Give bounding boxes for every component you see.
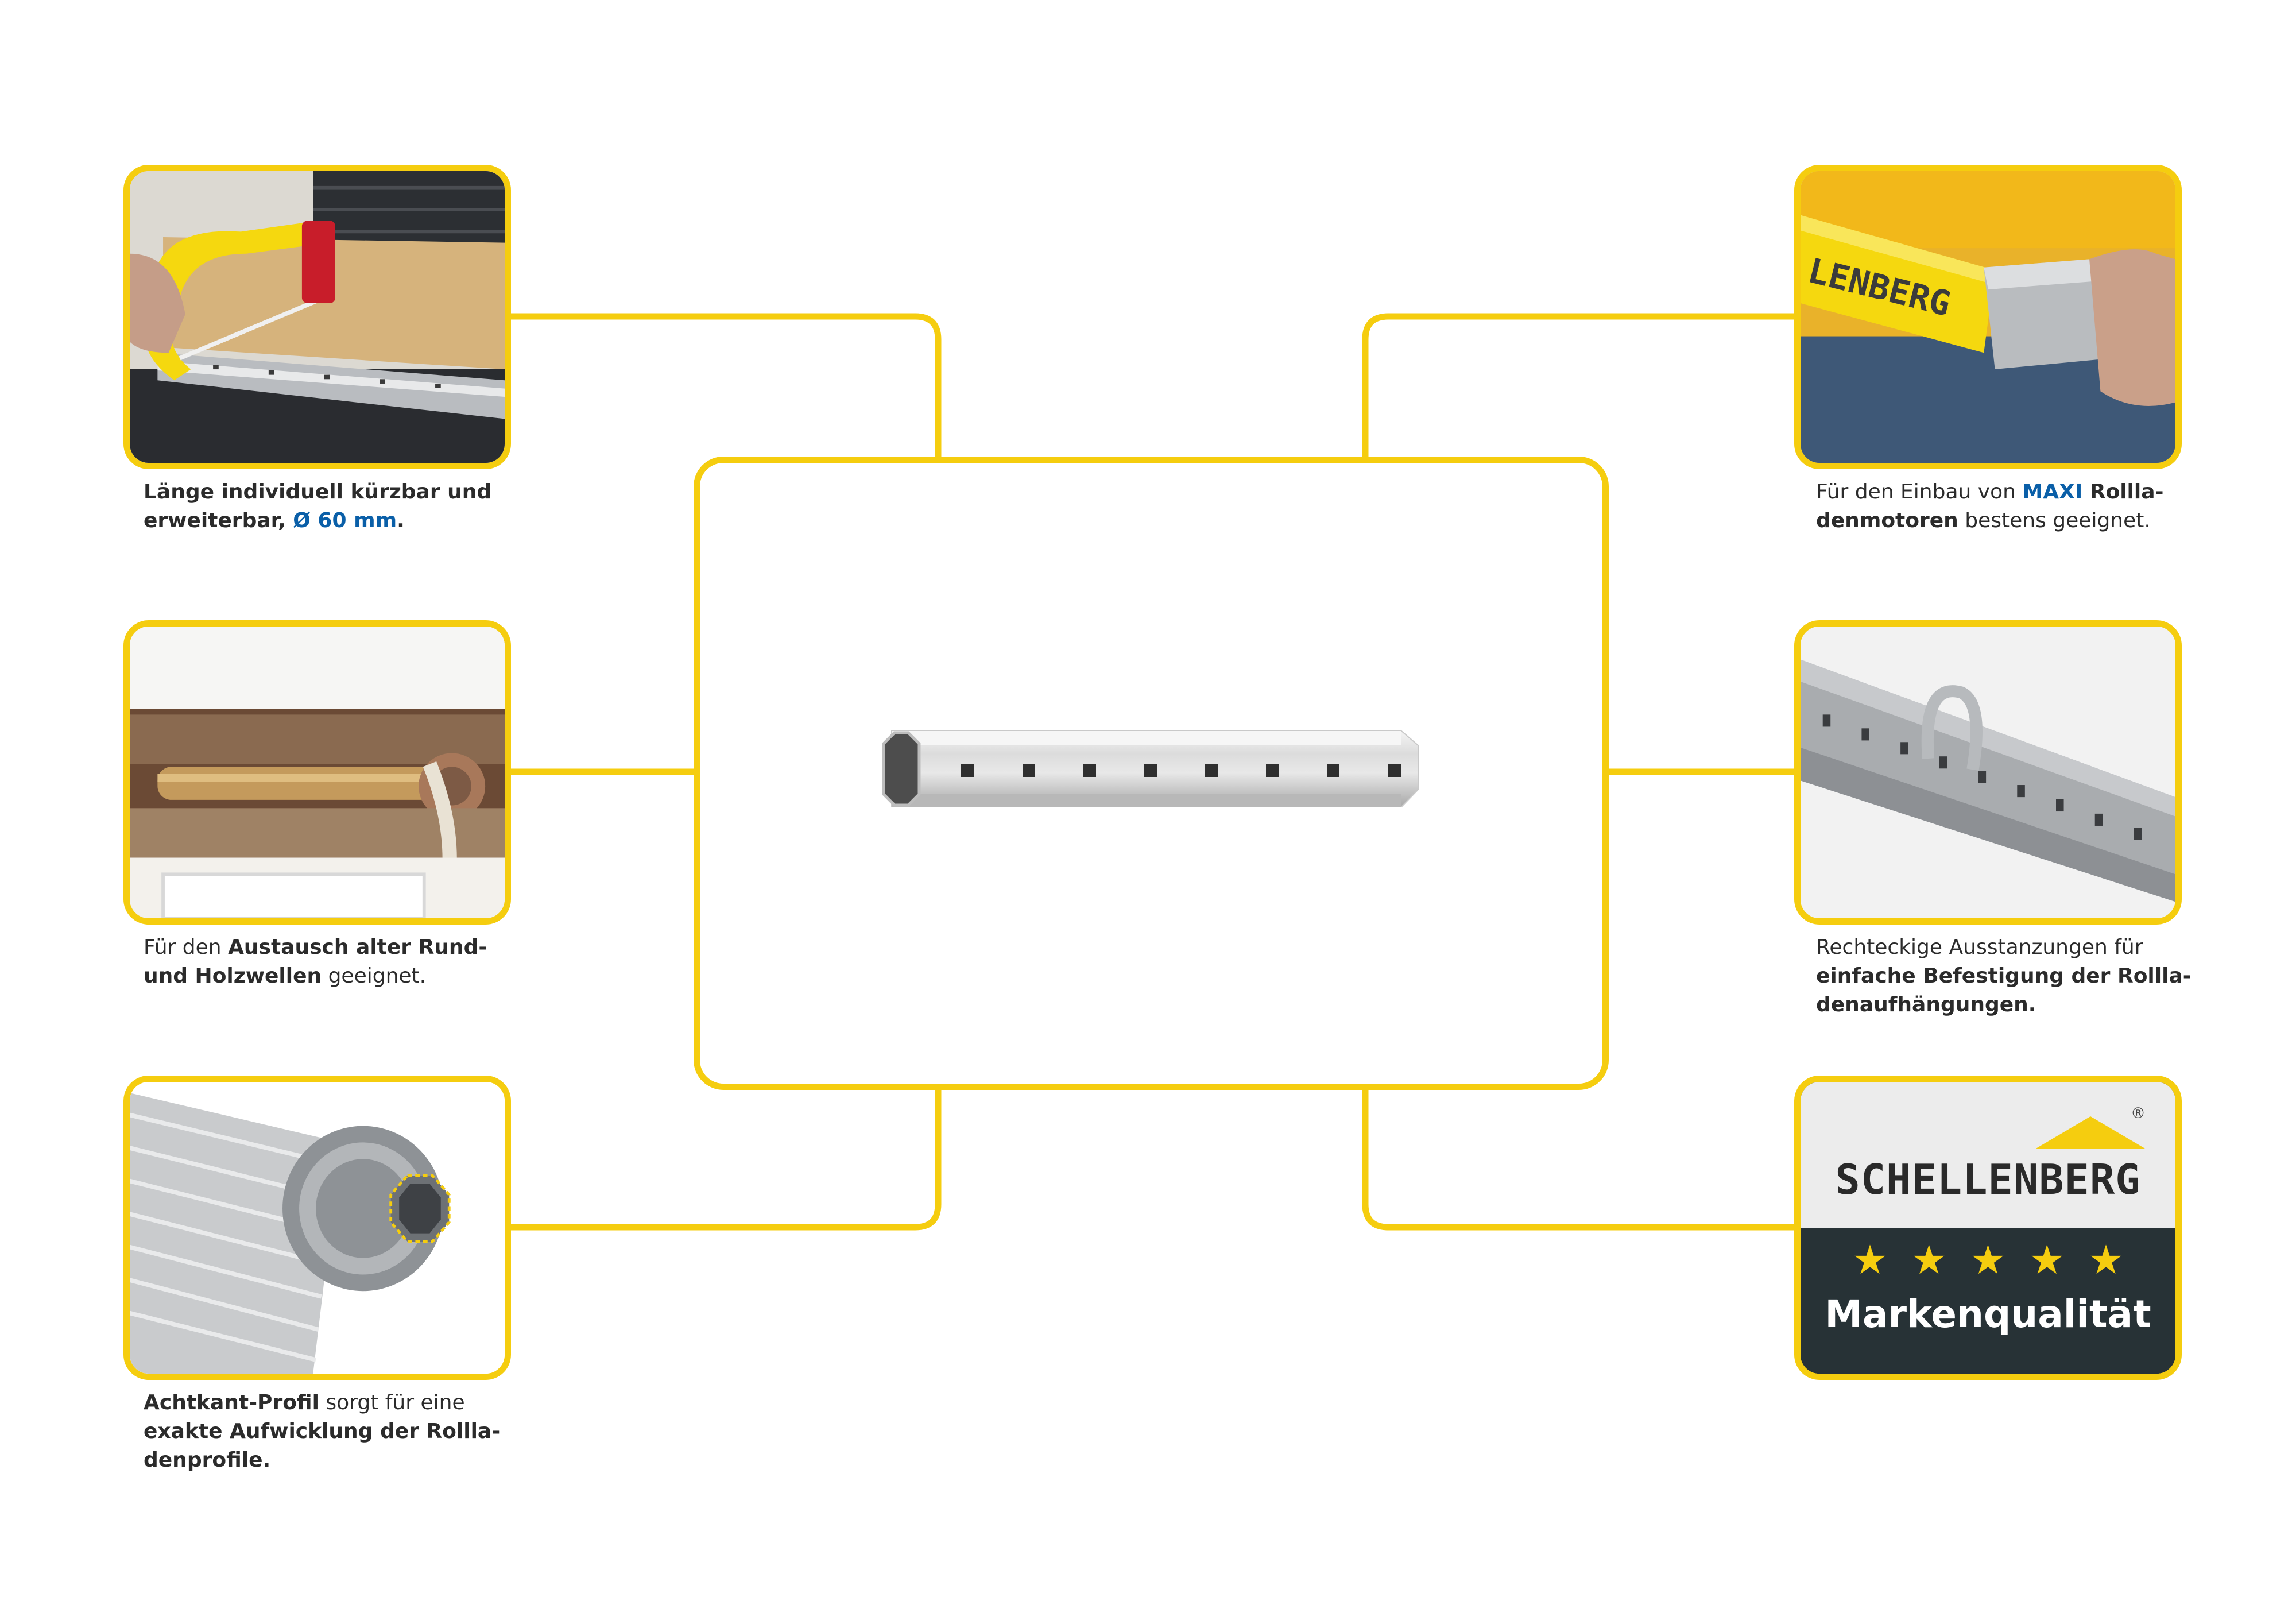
caption-mid-right-line2: einfache Befestigung der Rollla- xyxy=(1816,964,2192,988)
photo-old-wooden-shaft xyxy=(123,620,511,925)
caption-top-right-line1-prefix: Für den Einbau von xyxy=(1816,480,2023,504)
connector-top-left xyxy=(505,313,942,457)
brand-badge-bottom: ★★★★★ Markenqualität xyxy=(1801,1228,2175,1374)
caption-mid-right-line1: Rechteckige Ausstanzungen für xyxy=(1816,935,2143,959)
caption-mid-right: Rechteckige Ausstanzungen für einfache B… xyxy=(1816,933,2192,1019)
connector-top-right xyxy=(1362,313,1794,457)
caption-top-left-line2-suffix: . xyxy=(397,509,405,532)
shaft-octagon-end xyxy=(882,731,921,807)
brand-badge-top: ® SCHELLENBERG xyxy=(1801,1082,2175,1228)
photo-hacksaw-cutting xyxy=(123,165,511,469)
caption-bottom-left-line3: denprofile. xyxy=(144,1448,271,1472)
brand-name: SCHELLENBERG xyxy=(1835,1155,2141,1204)
maxi-highlight: MAXI xyxy=(2022,480,2083,504)
connector-bottom-left xyxy=(505,1090,942,1231)
caption-top-right-line2-suffix: bestens geeignet. xyxy=(1958,509,2151,532)
center-product-box xyxy=(694,457,1609,1090)
photo-octagon-winding xyxy=(123,1076,511,1380)
caption-top-left-line2-prefix: erweiterbar, xyxy=(144,509,293,532)
caption-mid-right-line3: denaufhängungen. xyxy=(1816,993,2036,1016)
caption-bottom-left-line1-suffix: sorgt für eine xyxy=(319,1391,465,1414)
caption-top-right: Für den Einbau von MAXI Rollla- denmotor… xyxy=(1816,478,2183,535)
registered-mark: ® xyxy=(2131,1105,2146,1122)
shaft-punch-holes xyxy=(961,764,1401,777)
caption-bottom-left-line1-bold: Achtkant-Profil xyxy=(144,1391,319,1414)
caption-mid-left-line2-suffix: geeignet. xyxy=(322,964,427,988)
caption-bottom-left-line2: exakte Aufwicklung der Rollla- xyxy=(144,1420,501,1443)
caption-mid-left: Für den Austausch alter Rund- und Holzwe… xyxy=(144,933,511,991)
caption-bottom-left: Achtkant-Profil sorgt für eine exakte Au… xyxy=(144,1389,511,1475)
caption-mid-left-line2-bold: und Holzwellen xyxy=(144,964,322,988)
connector-bottom-right xyxy=(1362,1090,1794,1231)
caption-top-right-line2-bold: denmotoren xyxy=(1816,509,1958,532)
caption-mid-left-line1-prefix: Für den xyxy=(144,935,229,959)
diameter-highlight: Ø 60 mm xyxy=(293,509,397,532)
caption-top-right-line1-bold: Rollla- xyxy=(2082,480,2164,504)
caption-top-left: Länge individuell kürzbar und erweiterba… xyxy=(144,478,511,535)
photo-rectangular-punches xyxy=(1794,620,2182,925)
octagonal-shaft-image xyxy=(882,730,1419,807)
photo-motor-insertion: LENBERG xyxy=(1794,165,2182,469)
brand-quality-label: Markenqualität xyxy=(1825,1292,2151,1336)
brand-roof-logo-icon xyxy=(2036,1116,2145,1149)
rating-stars: ★★★★★ xyxy=(1852,1236,2147,1283)
caption-mid-left-line1-bold: Austausch alter Rund- xyxy=(228,935,487,959)
caption-top-left-line1: Länge individuell kürzbar und xyxy=(144,480,492,504)
brand-quality-badge: ® SCHELLENBERG ★★★★★ Markenqualität xyxy=(1794,1076,2182,1380)
